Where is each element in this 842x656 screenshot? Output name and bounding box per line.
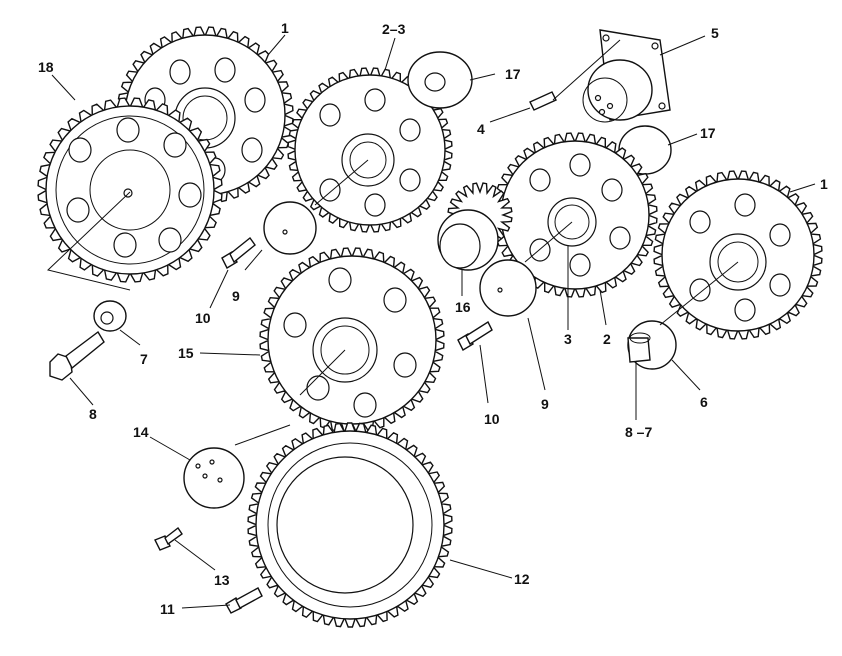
callout-17-right: 17: [700, 125, 716, 141]
gear-2-3: [287, 67, 453, 233]
callout-5: 5: [711, 25, 719, 41]
callout-16: 16: [455, 299, 471, 315]
callout-leaders: [51, 34, 816, 609]
callout-12: 12: [514, 571, 530, 587]
bolt-8: [49, 330, 105, 381]
bolt-4: [529, 91, 557, 111]
callout-1-top: 1: [281, 20, 289, 36]
hub-6: [627, 320, 677, 370]
callout-3: 3: [564, 331, 572, 347]
callout-7: 7: [140, 351, 148, 367]
plate-9-left: [263, 201, 317, 255]
gear-1-right: [653, 170, 823, 340]
callout-9-right: 9: [541, 396, 549, 412]
callout-15: 15: [178, 345, 194, 361]
bolt-11: [225, 587, 263, 614]
callout-10-left: 10: [195, 310, 211, 326]
plate-9-right: [479, 259, 537, 317]
callout-11: 11: [160, 601, 175, 617]
housing-5: [582, 29, 671, 123]
callout-labels: 1 2–3 5 18 17 4 17 1 10 9 16 3 2 7 15 8 …: [38, 20, 828, 617]
callout-1-right: 1: [820, 176, 828, 192]
callout-2-3: 2–3: [382, 21, 406, 37]
bolt-10-left: [221, 236, 256, 269]
callout-13: 13: [214, 572, 230, 588]
washer-7: [93, 300, 127, 332]
callout-17-top: 17: [505, 66, 521, 82]
hub-14: [183, 447, 245, 509]
gear-2: [492, 132, 658, 298]
callout-4: 4: [477, 121, 485, 137]
bolt-13: [154, 526, 183, 551]
callout-2: 2: [603, 331, 611, 347]
callout-6: 6: [700, 394, 708, 410]
gear-15: [259, 247, 445, 433]
assembly-axes: [46, 39, 739, 446]
callout-8-7: 8 –7: [625, 424, 652, 440]
bushing-16: [437, 182, 513, 271]
callout-8: 8: [89, 406, 97, 422]
thrust-plate-17-top: [407, 51, 473, 109]
callout-18: 18: [38, 59, 54, 75]
callout-9-left: 9: [232, 288, 240, 304]
bolt-10-right: [457, 320, 493, 351]
ring-gear-12: [247, 422, 453, 628]
callout-14: 14: [133, 424, 149, 440]
callout-10-right: 10: [484, 411, 500, 427]
